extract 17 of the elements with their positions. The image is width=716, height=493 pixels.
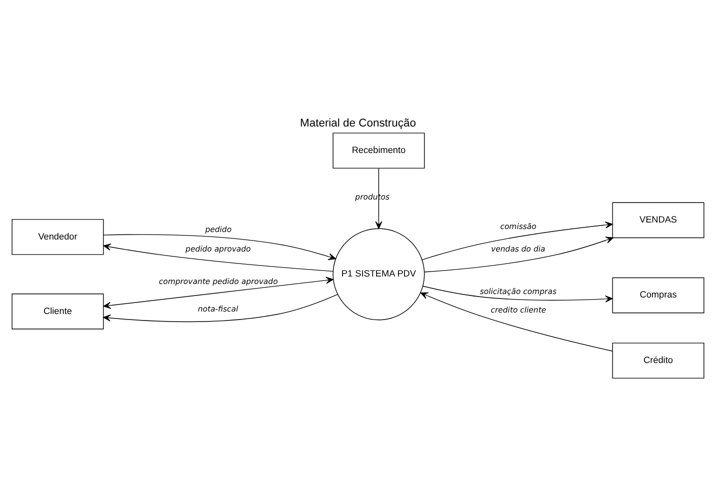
node-box: Recebimento xyxy=(332,132,425,169)
arrow xyxy=(420,292,613,352)
arrow xyxy=(422,286,613,302)
diagram-title: Material de Construção xyxy=(300,118,416,130)
arrow xyxy=(103,294,338,322)
node-circle: P1 SISTEMA PDV xyxy=(332,228,425,320)
arrow xyxy=(375,168,382,229)
node-box: Vendedor xyxy=(12,219,104,255)
node-box: Compras xyxy=(612,277,704,314)
arrow xyxy=(103,244,334,272)
arrow xyxy=(103,276,334,309)
arrow xyxy=(422,221,613,260)
node-box: VENDAS xyxy=(612,202,704,238)
node-box: Crédito xyxy=(612,342,704,379)
arrow xyxy=(424,236,614,272)
arrow xyxy=(103,234,336,260)
node-box: Cliente xyxy=(12,294,104,330)
